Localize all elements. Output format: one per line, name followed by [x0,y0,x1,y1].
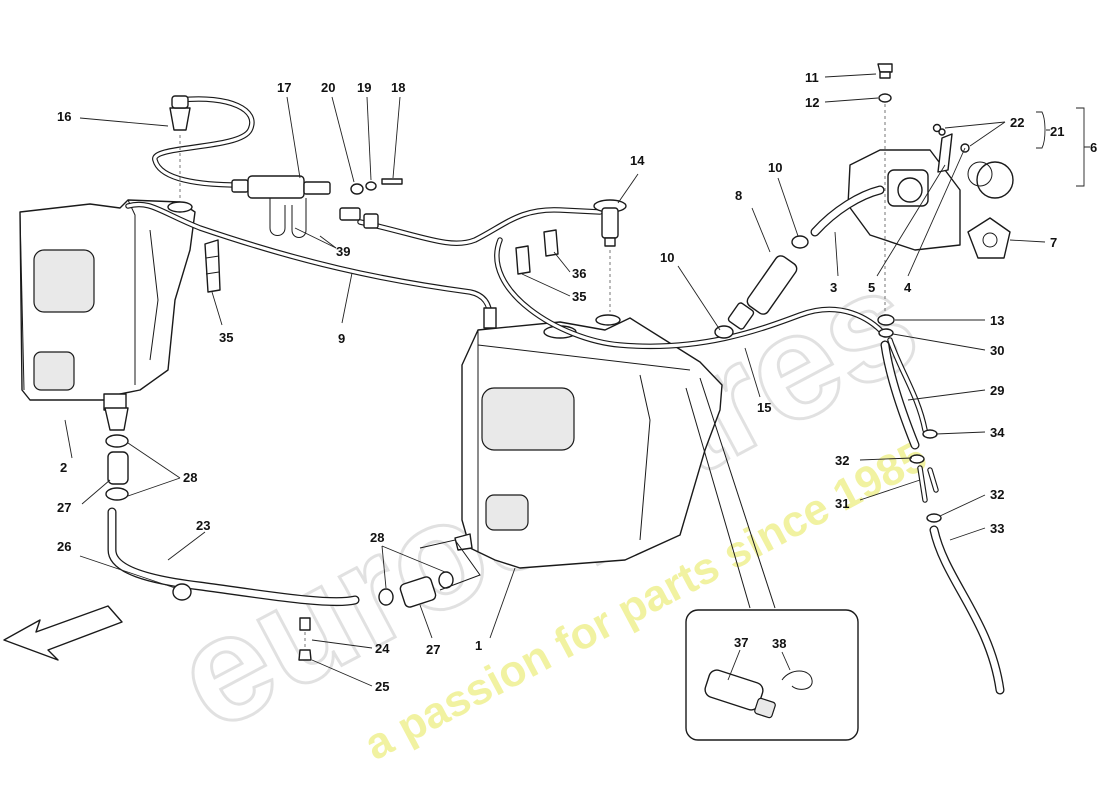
callout-28-left: 28 [183,470,197,485]
callout-37: 37 [734,635,748,650]
callout-13: 13 [990,313,1004,328]
callout-6: 6 [1090,140,1097,155]
callout-30: 30 [990,343,1004,358]
callout-18: 18 [391,80,405,95]
callout-20: 20 [321,80,335,95]
return-hose [494,237,888,350]
callout-14: 14 [630,153,645,168]
filler-neck-assembly [810,63,1014,316]
breather-line [152,96,603,246]
drain-hoses [877,314,1005,695]
callout-39: 39 [336,244,350,259]
callout-22: 22 [1010,115,1024,130]
callout-16: 16 [57,109,71,124]
callout-24: 24 [375,641,390,656]
callout-32-upper: 32 [835,453,849,468]
callout-15: 15 [757,400,771,415]
main-fuel-tank [454,314,723,569]
callout-27-left: 27 [57,500,71,515]
callout-28-right: 28 [370,530,384,545]
callout-7: 7 [1050,235,1057,250]
callout-34: 34 [990,425,1005,440]
fuel-filter-part-8 [714,235,809,339]
callout-27-right: 27 [426,642,440,657]
callout-33: 33 [990,521,1004,536]
callout-23: 23 [196,518,210,533]
front-arrow-icon [3,605,123,661]
hose-clips [204,229,559,293]
callout-17: 17 [277,80,291,95]
callout-8: 8 [735,188,742,203]
sensor-part-16 [169,95,191,200]
callout-19: 19 [357,80,371,95]
callout-38: 38 [772,636,786,651]
detail-inset [685,377,859,741]
callout-11: 11 [805,70,819,85]
callout-10-lower: 10 [660,250,674,265]
callout-4: 4 [904,280,912,295]
callout-1: 1 [475,638,482,653]
callout-35-left: 35 [219,330,233,345]
crossover-pipe [105,434,481,661]
callout-12: 12 [805,95,819,110]
callout-3: 3 [830,280,837,295]
callout-35-right: 35 [572,289,586,304]
callout-32-lower: 32 [990,487,1004,502]
callout-labels: 1 2 3 4 5 6 7 8 9 10 10 11 12 13 14 15 1 [57,70,1097,694]
callout-36: 36 [572,266,586,281]
valve-part-17 [231,175,403,238]
callout-5: 5 [868,280,875,295]
callout-25: 25 [375,679,389,694]
callout-2: 2 [60,460,67,475]
callout-31: 31 [835,496,849,511]
vent-hose [125,201,497,329]
callout-21: 21 [1050,124,1064,139]
left-fuel-tank [19,199,196,431]
callout-9: 9 [338,331,345,346]
callout-26: 26 [57,539,71,554]
callout-29: 29 [990,383,1004,398]
callout-10-upper: 10 [768,160,782,175]
fuel-pump-part-14 [593,199,627,312]
